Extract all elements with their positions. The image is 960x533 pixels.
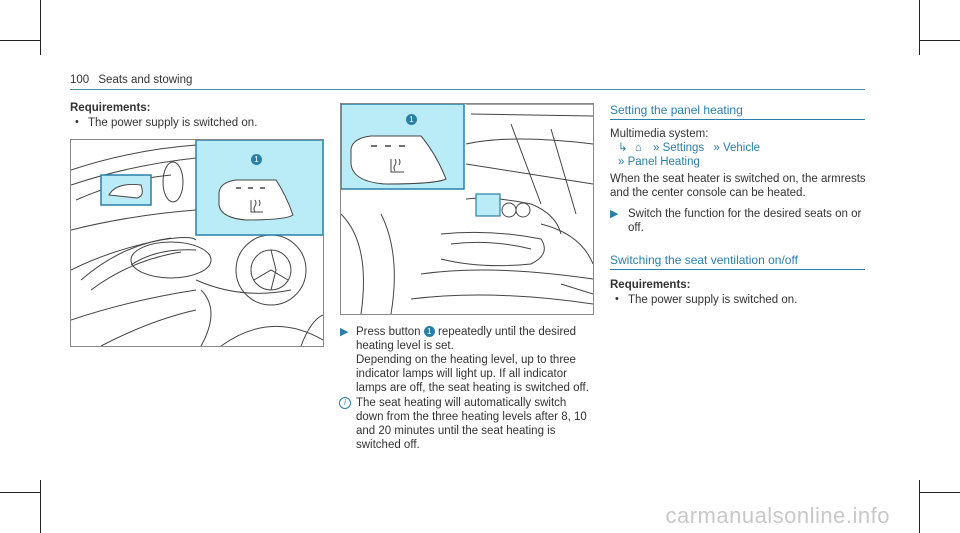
path-settings: Settings bbox=[662, 142, 705, 154]
multimedia-label: Multimedia system: bbox=[610, 128, 709, 140]
bullet-icon: • bbox=[615, 293, 619, 305]
requirements-title: Requirements: bbox=[70, 102, 151, 114]
step-text-line-1: Press button 1 repeatedly until the desi… bbox=[356, 325, 576, 340]
page-number: 100 bbox=[70, 74, 90, 86]
center-console-figure: 1 bbox=[340, 103, 594, 315]
page-header: 100 Seats and stowing bbox=[70, 74, 192, 86]
home-icon: ⌂ bbox=[634, 142, 642, 154]
step-text-post: repeatedly until the desired bbox=[437, 326, 577, 338]
crop-mark bbox=[919, 480, 920, 533]
header-rule bbox=[70, 89, 865, 90]
watermark: carmanualsonline.info bbox=[665, 503, 890, 528]
section-title: Seats and stowing bbox=[98, 74, 193, 86]
note-line: switched off. bbox=[356, 439, 420, 451]
bullet-icon: • bbox=[75, 116, 79, 128]
crop-mark bbox=[40, 0, 41, 55]
crop-mark bbox=[0, 492, 40, 493]
step-line: lamps are off, the seat heating is switc… bbox=[356, 382, 589, 394]
section-rule bbox=[610, 269, 865, 270]
step-line: indicator lamps will light up. If all in… bbox=[356, 368, 567, 380]
menu-path: ↳ ⌂ » Settings » Vehicle bbox=[618, 141, 760, 156]
path-vehicle: Vehicle bbox=[722, 142, 761, 154]
step-arrow-icon: ▶ bbox=[340, 326, 349, 338]
step-line: Switch the function for the desired seat… bbox=[628, 208, 862, 220]
path-arrow-icon: ↳ bbox=[618, 142, 628, 154]
crop-mark bbox=[40, 480, 41, 533]
door-panel-illustration bbox=[71, 140, 323, 346]
note-line: down from the three heating levels after… bbox=[356, 411, 587, 423]
section-heading: Switching the seat ventilation on/off bbox=[610, 253, 798, 267]
inline-badge: 1 bbox=[423, 326, 435, 338]
crop-mark bbox=[919, 0, 920, 55]
chevron-icon: » bbox=[713, 142, 720, 154]
desc-line: When the seat heater is switched on, the… bbox=[610, 173, 866, 185]
chevron-icon: » bbox=[653, 142, 660, 154]
requirements-title: Requirements: bbox=[610, 279, 691, 291]
requirement-item: The power supply is switched on. bbox=[628, 294, 798, 306]
step-line: heating level is set. bbox=[356, 340, 454, 352]
section-rule bbox=[610, 119, 865, 120]
center-console-illustration bbox=[341, 104, 593, 314]
crop-mark bbox=[920, 492, 960, 493]
step-text-pre: Press button bbox=[356, 326, 421, 338]
chevron-icon: » bbox=[618, 156, 625, 168]
step-line: off. bbox=[628, 222, 644, 234]
note-line: and 20 minutes until the seat heating is bbox=[356, 425, 556, 437]
requirement-item: The power supply is switched on. bbox=[88, 117, 258, 129]
note-line: The seat heating will automatically swit… bbox=[356, 397, 567, 409]
crop-mark bbox=[920, 40, 960, 41]
step-arrow-icon: ▶ bbox=[610, 208, 619, 220]
callout-badge: 1 bbox=[406, 114, 417, 125]
info-icon: i bbox=[339, 397, 351, 409]
door-panel-figure: 1 bbox=[70, 139, 324, 347]
path-panel-heating: Panel Heating bbox=[627, 156, 700, 168]
section-heading: Setting the panel heating bbox=[610, 103, 743, 117]
callout-badge: 1 bbox=[251, 154, 262, 165]
step-line: Depending on the heating level, up to th… bbox=[356, 354, 576, 366]
menu-path-2: » Panel Heating bbox=[618, 155, 700, 170]
desc-line: and the center console can be heated. bbox=[610, 187, 806, 199]
crop-mark bbox=[0, 40, 40, 41]
